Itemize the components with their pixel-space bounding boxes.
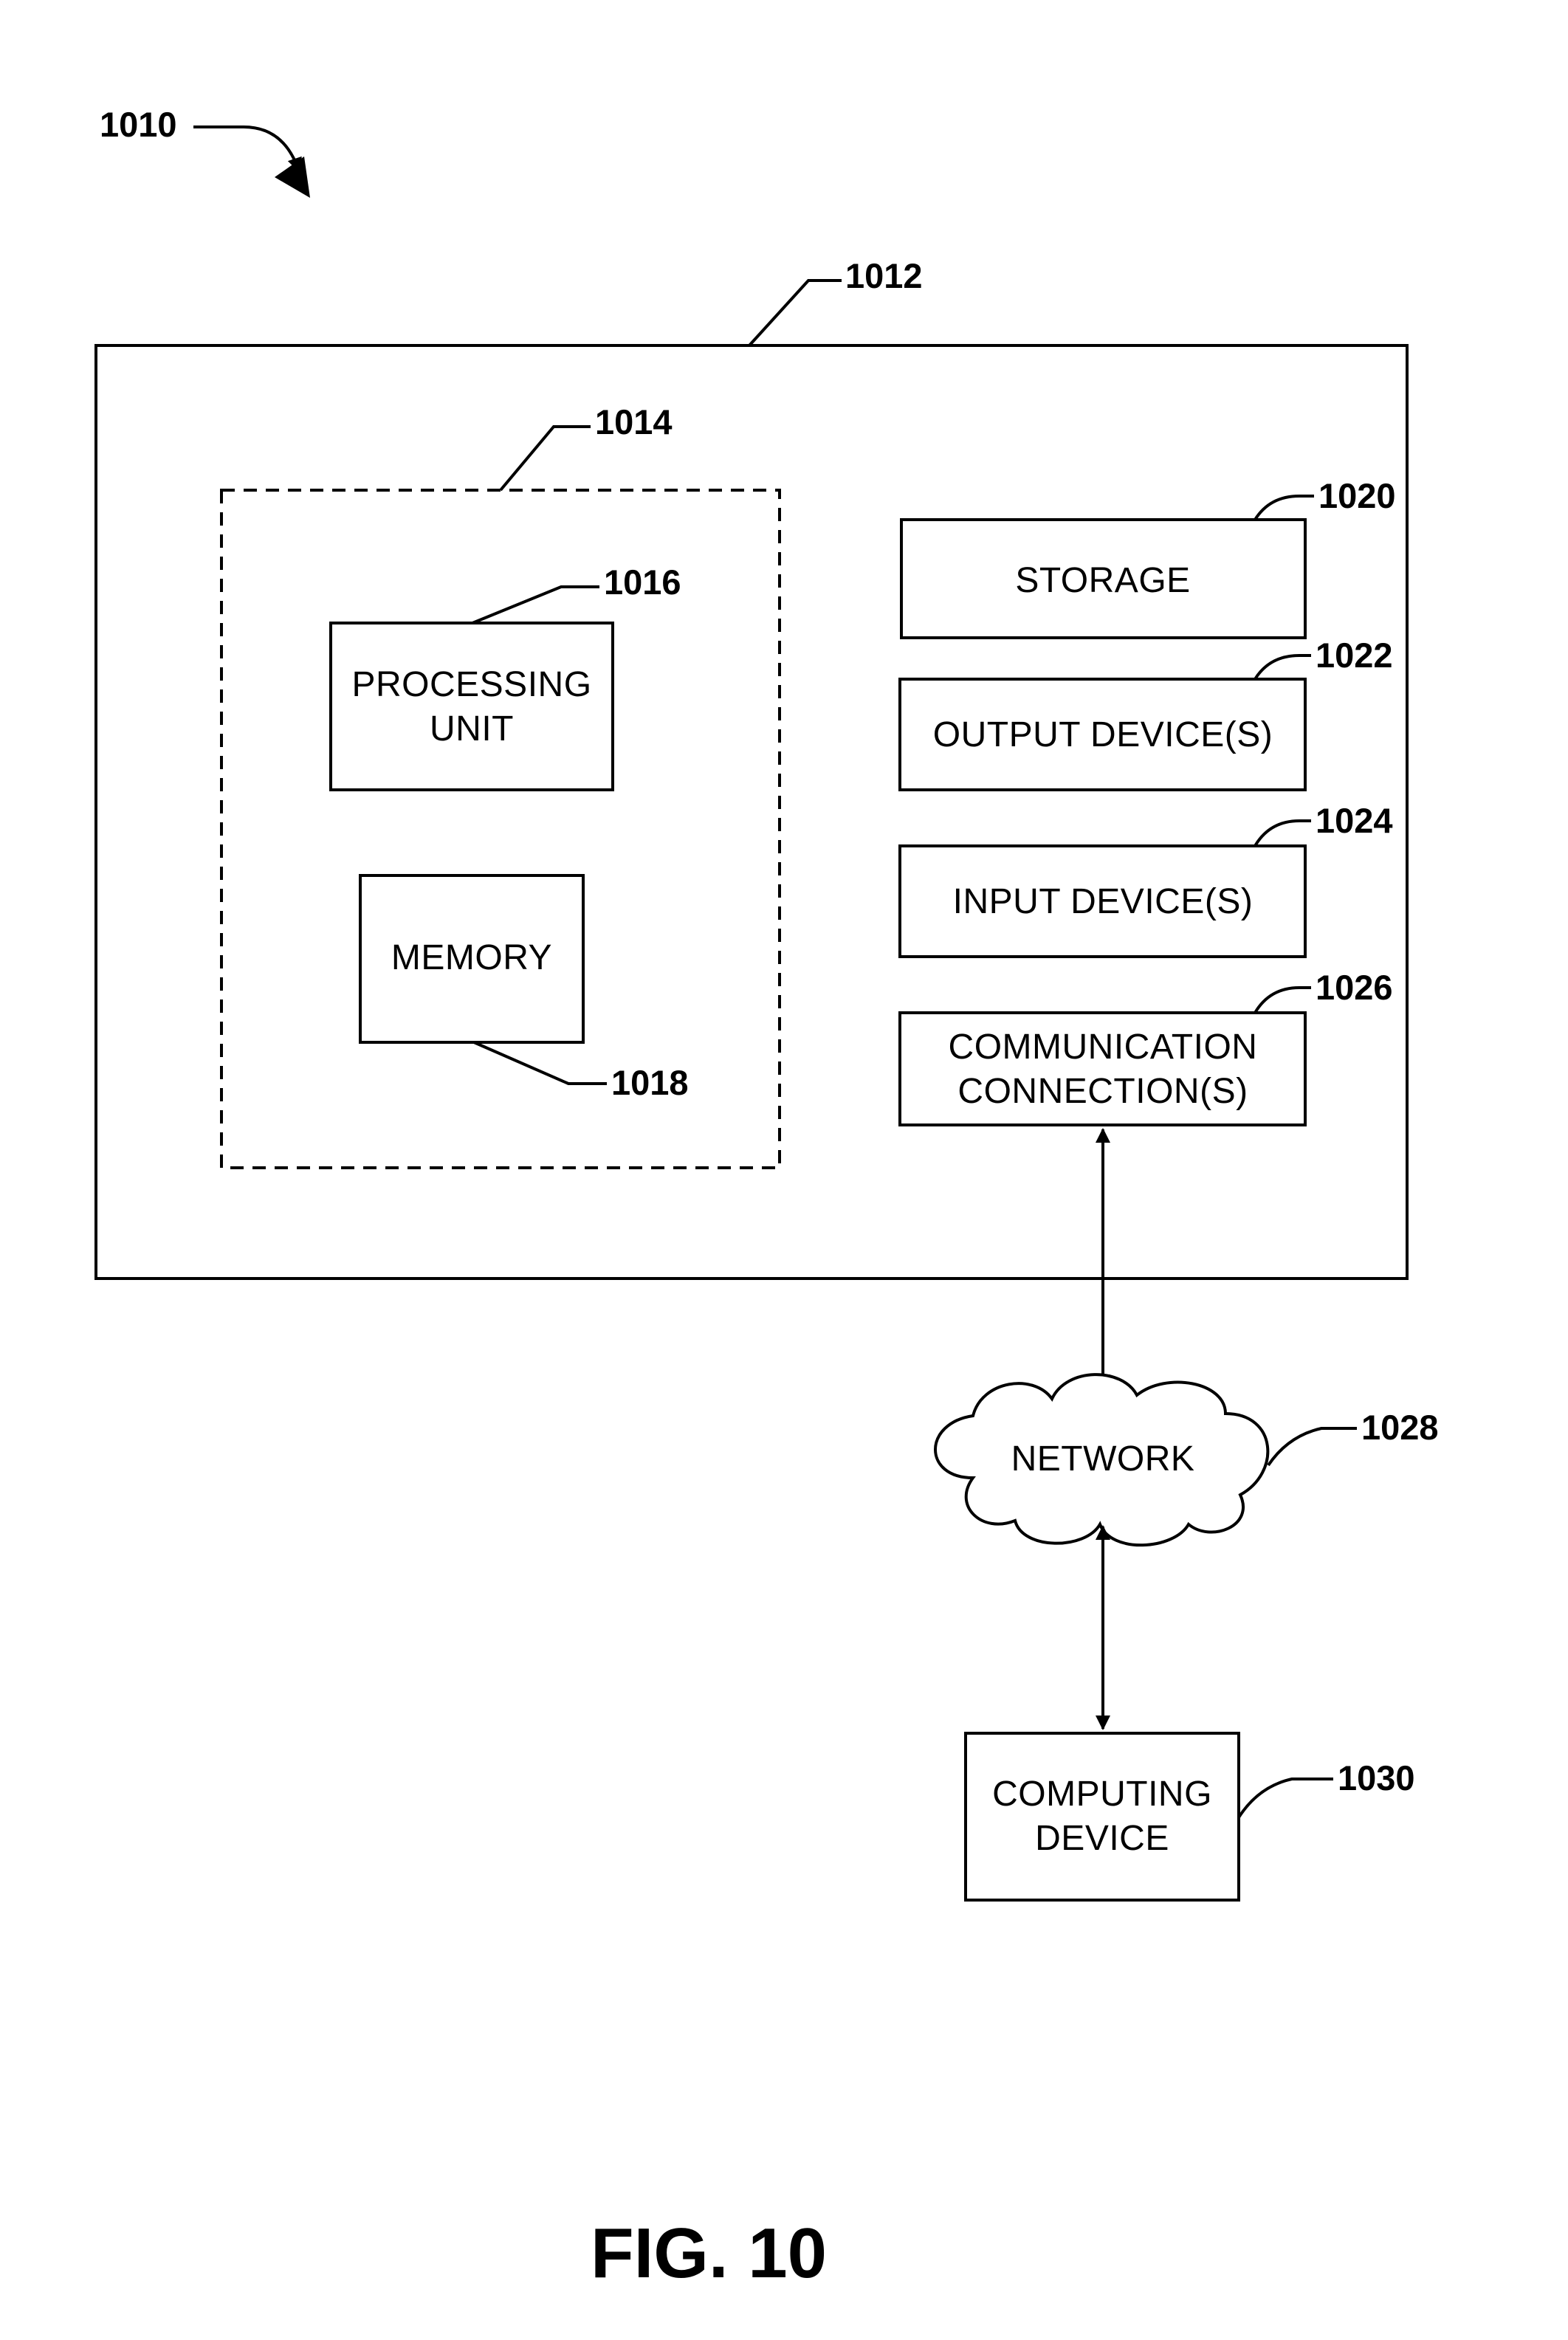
network-ref: 1028: [1361, 1408, 1439, 1447]
memory-ref: 1018: [611, 1063, 689, 1102]
communication-connections-label-line1: COMMUNICATION: [949, 1028, 1258, 1067]
output-devices-leader: [1255, 655, 1311, 679]
communication-connections-ref: 1026: [1316, 968, 1393, 1007]
basic-configuration-leader: [501, 427, 591, 490]
communication-connections-leader: [1255, 988, 1311, 1013]
processing-unit-leader: [472, 587, 599, 623]
basic-configuration-box: [221, 490, 780, 1168]
storage-label: STORAGE: [1015, 561, 1190, 600]
computing-device-ref: 1012: [845, 256, 923, 295]
communication-connections-label-line2: CONNECTION(S): [957, 1072, 1248, 1111]
storage-leader: [1255, 496, 1314, 520]
output-devices-label: OUTPUT DEVICE(S): [933, 715, 1273, 754]
processing-unit-label-line1: PROCESSING: [351, 665, 591, 704]
storage-ref: 1020: [1318, 476, 1396, 515]
remote-computing-device-label-line1: COMPUTING: [992, 1775, 1212, 1814]
remote-computing-device-ref: 1030: [1338, 1758, 1415, 1797]
processing-unit-label-line2: UNIT: [430, 709, 514, 749]
basic-configuration-ref: 1014: [595, 402, 673, 441]
figure-ref-arrowhead: [275, 156, 310, 198]
figure-caption: FIG. 10: [591, 2214, 827, 2293]
memory-leader: [474, 1042, 607, 1084]
memory-label: MEMORY: [391, 938, 552, 977]
computing-device-leader: [749, 281, 842, 345]
output-devices-ref: 1022: [1316, 636, 1393, 675]
input-devices-leader: [1255, 821, 1311, 846]
network-leader: [1268, 1428, 1357, 1465]
computing-device-box: [96, 345, 1407, 1279]
processing-unit-box: [331, 623, 613, 790]
remote-computing-device-box: [966, 1733, 1239, 1900]
input-devices-label: INPUT DEVICE(S): [953, 882, 1254, 921]
figure-ref-label: 1010: [100, 105, 177, 144]
network-label: NETWORK: [1011, 1439, 1195, 1479]
processing-unit-ref: 1016: [604, 562, 681, 602]
remote-computing-device-label-line2: DEVICE: [1035, 1819, 1169, 1858]
input-devices-ref: 1024: [1316, 801, 1393, 840]
figure-ref-arrow: [193, 127, 299, 171]
remote-computing-device-leader: [1239, 1779, 1333, 1817]
